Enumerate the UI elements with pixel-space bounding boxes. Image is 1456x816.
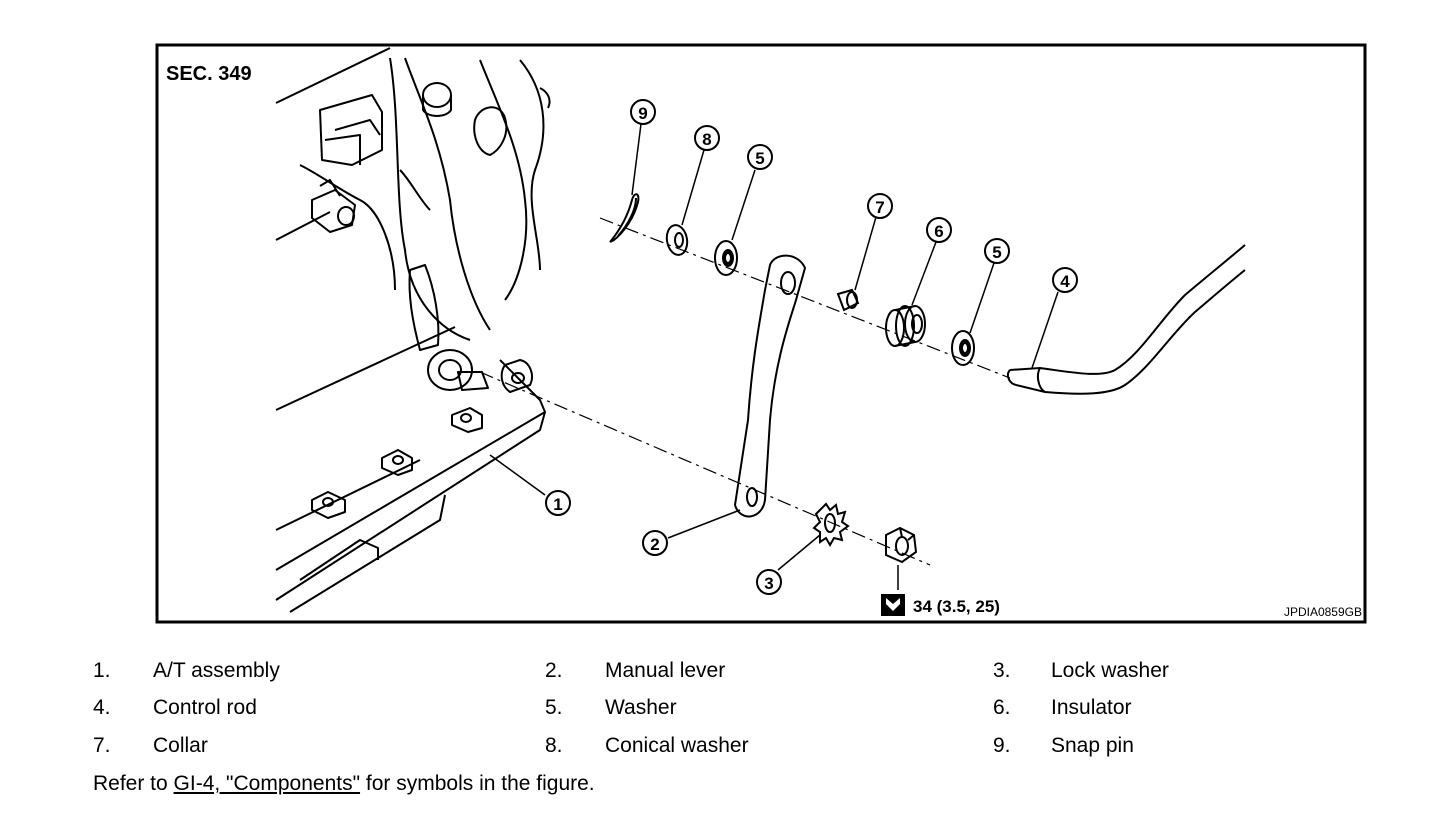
- washer-drawing-1: [714, 240, 738, 276]
- insulator-drawing: [885, 305, 926, 347]
- snap-pin-drawing: [609, 193, 640, 243]
- legend-number: 1.: [93, 659, 111, 682]
- svg-text:2: 2: [650, 535, 659, 554]
- manual-lever-drawing: [733, 254, 807, 518]
- reference-note: Refer to GI-4, "Components" for symbols …: [93, 772, 595, 796]
- legend-label: Collar: [153, 734, 208, 757]
- legend-number: 5.: [545, 696, 563, 719]
- exploded-diagram: SEC. 349: [155, 43, 1367, 624]
- conical-washer-drawing: [665, 224, 689, 256]
- legend-label: Insulator: [1051, 696, 1132, 719]
- callout-5-left: 5: [747, 144, 773, 170]
- legend-label: Manual lever: [605, 659, 726, 682]
- legend-number: 9.: [993, 734, 1011, 757]
- callout-1: 1: [545, 490, 571, 516]
- legend-number: 2.: [545, 659, 563, 682]
- callout-5-right: 5: [984, 238, 1010, 264]
- torque-spec: 34 (3.5, 25): [913, 597, 1000, 616]
- torque-wrench-icon: [881, 594, 905, 616]
- callout-3: 3: [756, 569, 782, 595]
- callout-7: 7: [867, 193, 893, 219]
- svg-text:1: 1: [553, 495, 562, 514]
- svg-text:8: 8: [702, 130, 711, 149]
- collar-drawing: [836, 288, 860, 312]
- reference-suffix: for symbols in the figure.: [360, 772, 595, 795]
- at-assembly-drawing: [275, 47, 551, 613]
- callout-2: 2: [642, 530, 668, 556]
- components-reference-link[interactable]: GI-4, "Components": [173, 772, 361, 795]
- section-label: SEC. 349: [166, 63, 252, 85]
- washer-drawing-2: [951, 330, 975, 366]
- legend-label: Control rod: [153, 696, 257, 719]
- leader-lines: [489, 123, 1059, 590]
- callout-8: 8: [694, 125, 720, 151]
- svg-text:5: 5: [992, 243, 1001, 262]
- legend-label: Snap pin: [1051, 734, 1134, 757]
- legend-number: 8.: [545, 734, 563, 757]
- legend-label: Conical washer: [605, 734, 749, 757]
- nut-drawing: [885, 526, 918, 564]
- callout-4: 4: [1052, 267, 1078, 293]
- figure-frame: [155, 43, 1367, 624]
- svg-text:7: 7: [875, 198, 884, 217]
- svg-text:5: 5: [755, 149, 764, 168]
- svg-text:3: 3: [764, 574, 773, 593]
- legend-number: 7.: [93, 734, 111, 757]
- control-rod-drawing: [1007, 244, 1246, 395]
- legend-number: 3.: [993, 659, 1011, 682]
- legend-label: Washer: [605, 696, 677, 719]
- legend-number: 6.: [993, 696, 1011, 719]
- figure-code: JPDIA0859GB: [1284, 605, 1362, 619]
- svg-text:9: 9: [638, 104, 647, 123]
- legend-number: 4.: [93, 696, 111, 719]
- reference-prefix: Refer to: [93, 772, 174, 795]
- callout-9: 9: [630, 99, 656, 125]
- svg-text:4: 4: [1060, 272, 1070, 291]
- callout-6: 6: [926, 217, 952, 243]
- legend-label: Lock washer: [1051, 659, 1169, 682]
- legend-label: A/T assembly: [153, 659, 280, 682]
- lock-washer-drawing: [812, 502, 850, 548]
- svg-text:6: 6: [934, 222, 943, 241]
